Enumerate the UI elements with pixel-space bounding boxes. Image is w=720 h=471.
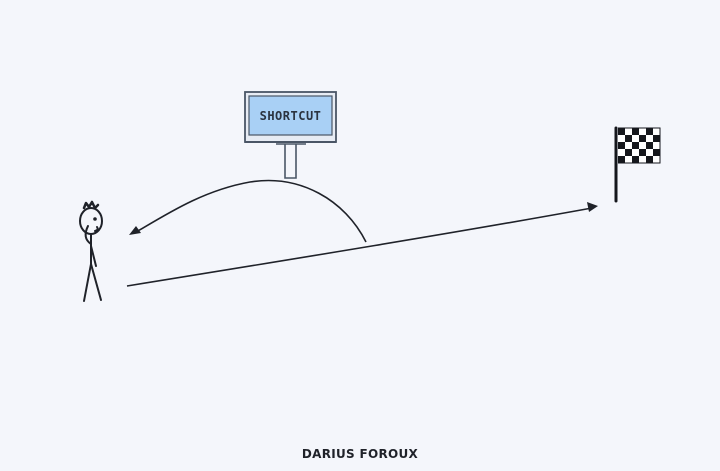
checkered-flag-icon (614, 126, 661, 203)
arrow-head-icon (129, 226, 141, 235)
sign-label: SHORTCUT (260, 109, 322, 123)
stick-figure-icon (79, 200, 103, 302)
billboard-sign-icon: SHORTCUT (244, 91, 337, 179)
arrow-head-icon (587, 202, 598, 212)
long-path-arrow (126, 202, 598, 287)
shortcut-path-arrow (129, 179, 367, 243)
author-credit: DARIUS FOROUX (301, 447, 419, 461)
